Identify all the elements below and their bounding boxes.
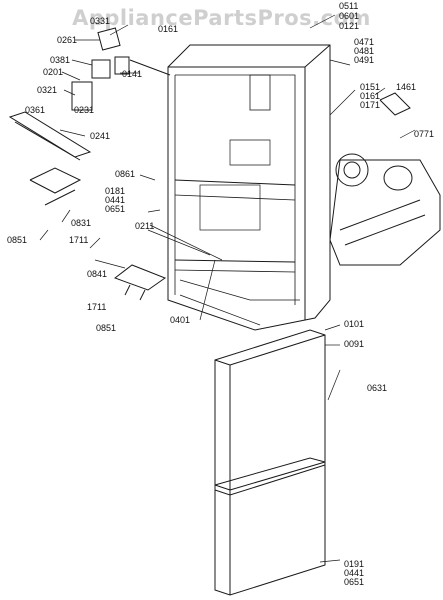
callout-0211: 0211 <box>135 221 155 231</box>
callout-1711-lower: 1711 <box>87 302 107 312</box>
callout-0381: 0381 <box>50 55 71 65</box>
compressor-assembly <box>329 92 441 266</box>
callout-0831: 0831 <box>71 218 92 228</box>
callout-0601: 0601 <box>339 11 360 21</box>
callout-0181: 0181 <box>105 186 126 196</box>
callout-0171: 0171 <box>360 100 381 110</box>
callout-0201: 0201 <box>43 67 64 77</box>
callout-0841: 0841 <box>87 269 108 279</box>
callout-0471: 0471 <box>354 37 375 47</box>
callout-0161: 0161 <box>360 91 381 101</box>
callout-1711-upper: 1711 <box>69 235 89 245</box>
callout-0441-lower: 0441 <box>344 568 365 578</box>
callout-0101: 0101 <box>344 319 365 329</box>
slide-bracket-lower <box>113 264 167 301</box>
callout-0651-lower: 0651 <box>344 577 365 587</box>
callout-0151: 0151 <box>360 82 381 92</box>
control-parts <box>71 27 171 111</box>
door-lower <box>214 457 326 596</box>
callout-0241: 0241 <box>90 131 111 141</box>
watermark-text: AppliancePartsPros.com <box>72 6 371 30</box>
callout-0321: 0321 <box>37 85 58 95</box>
refrigerator-cabinet <box>167 44 331 331</box>
callout-0861: 0861 <box>115 169 136 179</box>
callout-1461: 1461 <box>396 82 417 92</box>
callout-0851-lower: 0851 <box>96 323 117 333</box>
callout-0481: 0481 <box>354 46 375 56</box>
callout-0161-top: 0161 <box>158 24 179 34</box>
callout-0771: 0771 <box>414 129 435 139</box>
callout-0231: 0231 <box>74 105 95 115</box>
callout-0511: 0511 <box>339 1 359 11</box>
callout-0091: 0091 <box>344 339 365 349</box>
callout-0191: 0191 <box>344 559 365 569</box>
door-upper <box>214 329 326 496</box>
callout-0631: 0631 <box>367 383 388 393</box>
callout-0261: 0261 <box>57 35 78 45</box>
crisper-rail <box>8 111 92 206</box>
callout-0331: 0331 <box>90 16 111 26</box>
callout-0141: 0141 <box>122 69 143 79</box>
callout-0441-upper: 0441 <box>105 195 126 205</box>
callout-0361: 0361 <box>25 105 46 115</box>
callout-0121: 0121 <box>339 21 360 31</box>
callout-0401: 0401 <box>170 315 191 325</box>
callout-0851-upper: 0851 <box>7 235 28 245</box>
leader-lines <box>39 14 416 563</box>
callout-0651-upper: 0651 <box>105 204 126 214</box>
callout-0491: 0491 <box>354 55 375 65</box>
